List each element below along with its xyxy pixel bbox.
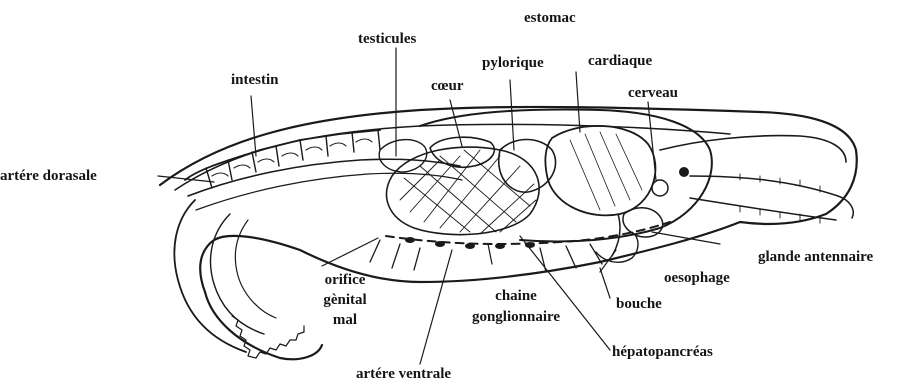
label-hepatopancreas: hépatopancréas bbox=[612, 344, 713, 360]
label-orifice-line-1: orifice bbox=[312, 272, 378, 288]
leader-cerveau bbox=[648, 102, 656, 180]
intestine-tube-lower bbox=[196, 173, 462, 210]
label-pylorique: pylorique bbox=[482, 55, 544, 71]
label-chaine-line-2: gonglionnaire bbox=[452, 309, 580, 325]
leader-chaine bbox=[488, 244, 492, 264]
leader-coeur bbox=[450, 100, 462, 146]
label-estomac: estomac bbox=[524, 10, 576, 26]
label-chaine-ganglionnaire: chaine gonglionnaire bbox=[452, 288, 580, 325]
tail-curl bbox=[174, 200, 246, 352]
antenna-lower bbox=[690, 198, 836, 220]
abdomen-dorsal-band bbox=[185, 130, 380, 180]
hepatopancreas-hatching bbox=[400, 150, 536, 234]
label-artere-dorsale: artére dorasale bbox=[0, 168, 97, 184]
leader-intestin bbox=[251, 96, 256, 156]
leader-bouche bbox=[600, 268, 610, 298]
label-cardiaque: cardiaque bbox=[588, 53, 652, 69]
brain-ganglion bbox=[652, 180, 668, 196]
label-chaine-line-1: chaine bbox=[452, 288, 580, 304]
label-orifice-line-2: gènital bbox=[312, 292, 378, 308]
label-bouche: bouche bbox=[616, 296, 662, 312]
label-orifice-line-3: mal bbox=[312, 312, 378, 328]
eye bbox=[679, 167, 689, 177]
label-oesophage: oesophage bbox=[664, 270, 730, 286]
stomach-striations bbox=[570, 132, 642, 210]
dorsal-inner-line bbox=[175, 124, 730, 190]
leader-pylorique bbox=[510, 80, 514, 150]
label-testicules: testicules bbox=[358, 31, 416, 47]
label-artere-ventrale: artére ventrale bbox=[356, 366, 451, 382]
label-intestin: intestin bbox=[231, 72, 279, 88]
label-orifice-genital: orifice gènital mal bbox=[312, 272, 378, 328]
tail-inner-curl-2 bbox=[235, 220, 276, 318]
rostrum bbox=[660, 136, 846, 162]
leader-artere-ventrale bbox=[420, 250, 452, 364]
label-glande-antennaire: glande antennaire bbox=[758, 249, 873, 265]
leader-cardiaque bbox=[576, 72, 580, 132]
label-coeur: cœur bbox=[431, 78, 464, 94]
label-cerveau: cerveau bbox=[628, 85, 678, 101]
